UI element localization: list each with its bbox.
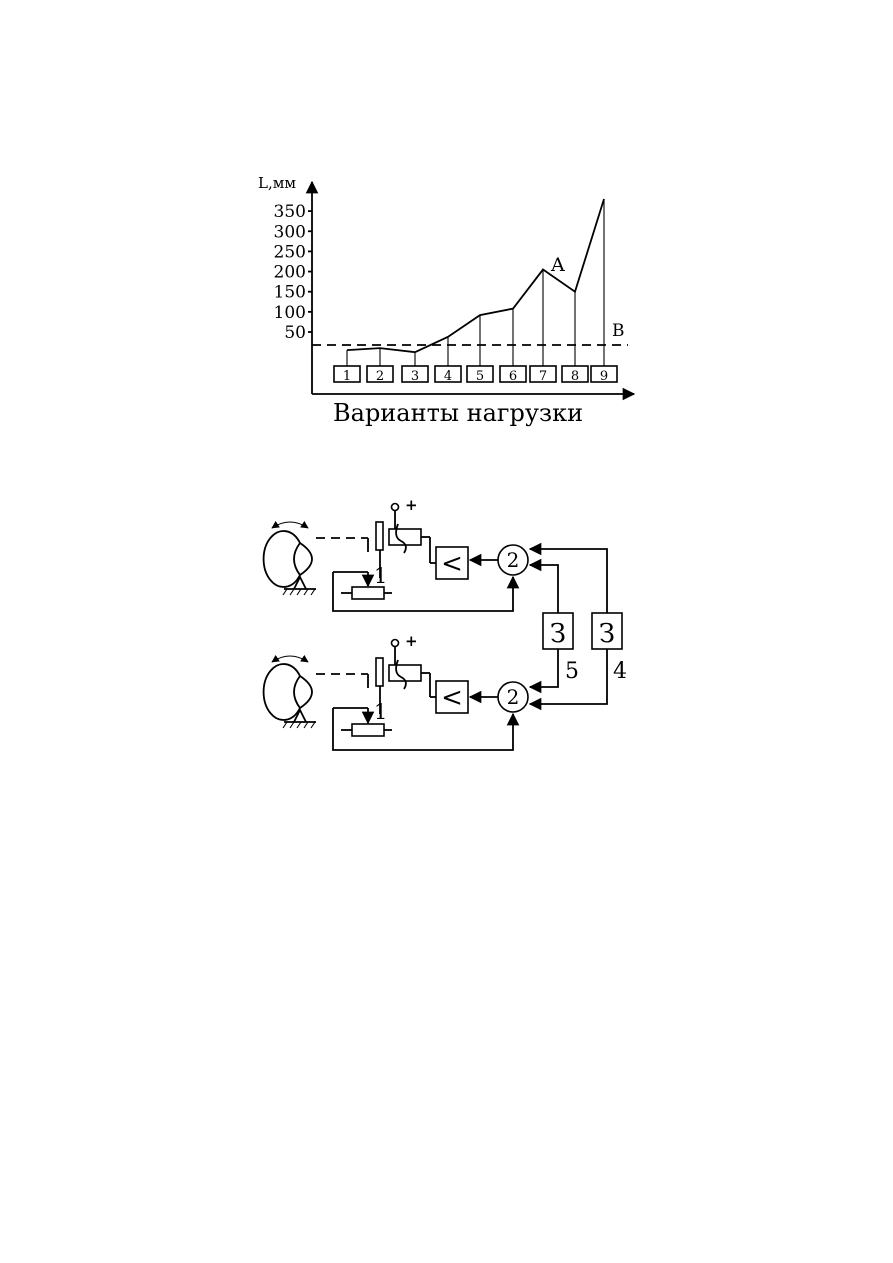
peak-label: A [550, 254, 565, 276]
category-box-1 [333, 365, 361, 383]
category-label-8: 8 [571, 369, 579, 384]
category-box-3 [401, 365, 429, 383]
y-tick-label: 350 [274, 202, 306, 222]
series-line [346, 198, 605, 354]
potentiometer-label: 1 [374, 564, 387, 588]
amplifier-block: < [435, 680, 469, 714]
category-label-6: 6 [509, 369, 517, 384]
amplifier-block: < [435, 546, 469, 580]
electromagnet-icon: + [375, 496, 422, 554]
amplifier-symbol: < [441, 683, 463, 713]
link-4-wire-bottom [528, 649, 608, 711]
supply-plus-label: + [405, 632, 418, 650]
category-label-1: 1 [343, 369, 351, 384]
category-label-3: 3 [411, 369, 419, 384]
supply-plus-label: + [405, 496, 418, 514]
category-box-group: 1 2 3 4 5 6 7 8 9 [333, 365, 618, 384]
category-box-7 [529, 365, 557, 383]
amplifier-symbol: < [441, 549, 463, 579]
link-block-5-label: 5 [565, 659, 579, 684]
potentiometer-icon [333, 707, 392, 737]
y-tick-label: 200 [274, 263, 306, 283]
category-box-4 [434, 365, 462, 383]
y-axis-label: L,мм [258, 174, 296, 192]
stem-group [346, 199, 605, 366]
y-tick-label: 50 [284, 323, 306, 343]
comparator-node: 2 [497, 544, 529, 576]
category-box-2 [366, 365, 394, 383]
load-chart: L,мм Варианты нагрузки 35030025020015010… [258, 174, 636, 427]
link-block-5-symbol: З [550, 619, 566, 649]
threshold-label: B [612, 321, 625, 341]
link-block-4-symbol: З [599, 619, 615, 649]
category-label-7: 7 [539, 369, 547, 384]
headlight-icon [262, 663, 316, 729]
category-box-5 [466, 365, 494, 383]
y-tick-label: 300 [274, 222, 306, 242]
electromagnet-icon: + [375, 632, 422, 690]
feedback-wire [332, 572, 520, 612]
x-axis-label: Варианты нагрузки [333, 399, 583, 427]
category-box-9 [590, 365, 618, 383]
swing-arrow-icon [271, 520, 309, 529]
comparator-label: 2 [507, 548, 520, 572]
link-5-wire-bottom [528, 649, 559, 694]
comparator-label: 2 [507, 685, 520, 709]
category-box-8 [561, 365, 589, 383]
headlight-icon [262, 530, 316, 596]
category-label-2: 2 [376, 369, 384, 384]
link-5-wire-top [528, 558, 559, 613]
potentiometer-label: 1 [374, 700, 387, 724]
control-diagram: + 1 < 2 [262, 496, 627, 751]
potentiometer-icon [333, 571, 392, 600]
category-label-4: 4 [444, 369, 452, 384]
swing-arrow-icon [271, 654, 309, 663]
category-label-5: 5 [476, 369, 484, 384]
link-block-5: З 5 [542, 612, 579, 684]
y-tick-label: 250 [274, 242, 306, 262]
y-tick-label: 150 [274, 283, 306, 303]
upper-channel: + 1 < 2 [262, 496, 529, 612]
feedback-wire [332, 708, 520, 751]
comparator-node: 2 [497, 681, 529, 713]
lower-channel: + 1 < 2 [262, 632, 529, 751]
link-block-4: З 4 [591, 612, 627, 684]
category-label-9: 9 [600, 369, 608, 384]
y-tick-label: 100 [274, 303, 306, 323]
category-box-6 [499, 365, 527, 383]
link-4-wire-top [528, 542, 608, 613]
link-block-4-label: 4 [613, 659, 627, 684]
